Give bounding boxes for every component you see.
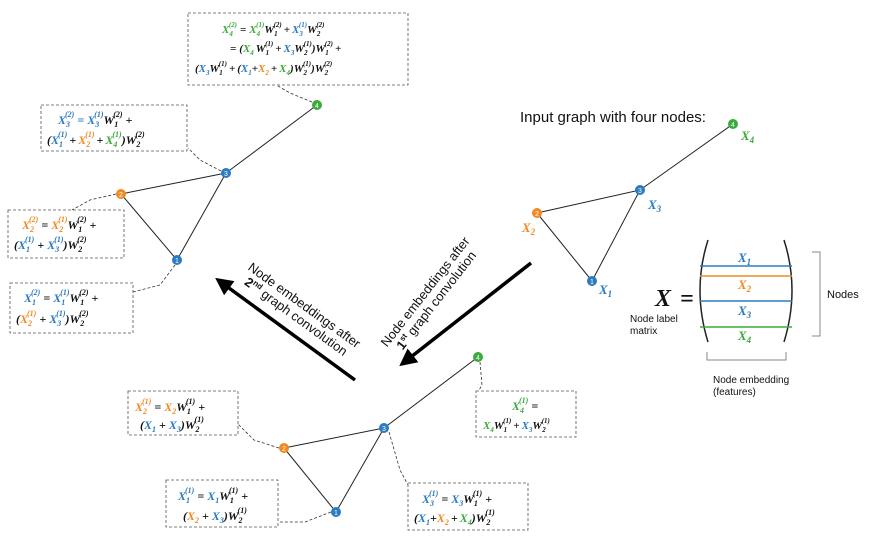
input-graph-title: Input graph with four nodes:	[520, 109, 706, 126]
matrix-caption-line2: matrix	[630, 326, 657, 337]
eq-l1-n1-line1: X1(1)=X1W1(1)+	[177, 486, 248, 505]
matrix-row-2: X2	[700, 275, 792, 294]
layer1-node-4: 4	[473, 352, 483, 362]
input-node-2: 2	[532, 208, 542, 218]
svg-text:2: 2	[282, 446, 286, 453]
svg-text:3: 3	[382, 426, 386, 433]
embedding-label-line2: (features)	[713, 387, 756, 398]
input-edge-3-1	[591, 189, 641, 282]
layer1-node-1: 1	[331, 507, 341, 517]
eq-l2-n2-line1: X2(2)=X2(1)W1(2)+	[21, 215, 97, 234]
input-edge-2-3	[536, 189, 641, 214]
input-label-x4: X4	[740, 128, 755, 145]
input-node-1-id: 1	[590, 279, 594, 286]
svg-text:Node embeddings after: Node embeddings after	[378, 233, 473, 349]
matrix-right-bracket	[783, 239, 793, 343]
arrow-second-convolution	[215, 277, 357, 382]
svg-text:1: 1	[175, 258, 179, 265]
nodes-label: Nodes	[827, 289, 859, 301]
svg-text:3: 3	[224, 171, 228, 178]
layer1-node-2: 2	[279, 443, 289, 453]
matrix-caption-line1: Node label	[630, 314, 678, 325]
layer2-node-2: 2	[116, 189, 126, 199]
eq-l1-n1-line2: (X2+X3)W2(1)	[183, 506, 247, 525]
arrow-second-label: Node embeddings after 2nd graph convolut…	[242, 259, 364, 358]
matrix-left-bracket	[699, 239, 709, 343]
input-node-2-id: 2	[535, 211, 539, 218]
nodes-brace	[812, 251, 821, 337]
layer2-leaders	[71, 85, 313, 293]
eq-l1-n2-line2: (X1+X3)W2(1)	[140, 415, 204, 434]
eq-box-l1-n3	[407, 482, 529, 531]
eq-l2-n3-line1: X3(2)=X3(1)W1(2)+	[57, 110, 133, 129]
embedding-label-line1: Node embedding	[713, 375, 789, 386]
layer1-node-3: 3	[379, 423, 389, 433]
eq-l2-n2-line2: (X1(1)+X3(1))W2(2)	[14, 235, 87, 254]
layer2-node-3: 3	[221, 168, 231, 178]
svg-text:4: 4	[476, 355, 480, 362]
input-edge-3-4	[639, 123, 734, 191]
layer2-node-4: 4	[312, 100, 322, 110]
input-node-3: 3	[635, 185, 645, 195]
eq-box-l2-n3	[40, 104, 188, 152]
input-edge-2-1	[536, 212, 593, 282]
matrix-row-1: X1	[700, 250, 792, 267]
eq-l1-n3-line2: (X1+X2+X4)W2(1)	[414, 508, 495, 527]
svg-text:X3: X3	[737, 303, 752, 320]
eq-l1-n2-line1: X2(1)=X2W1(1)+	[134, 397, 205, 416]
input-node-1: 1	[587, 276, 597, 286]
arrow-first-convolution	[399, 261, 533, 367]
eq-l1-n3-line1: X3(1)=X3W1(1)+	[421, 489, 492, 508]
eq-box-l1-n2	[127, 390, 239, 436]
layer1-leaders	[237, 361, 483, 523]
layer2-graph	[120, 104, 318, 261]
eq-l2-n4-line3: (X3W1(1)+(X1+X2+X4)W2(1))W2(2)	[195, 60, 332, 77]
input-label-x2: X2	[521, 220, 536, 237]
input-node-3-id: 3	[638, 188, 642, 195]
svg-text:X1: X1	[737, 250, 751, 267]
eq-box-l2-n2	[7, 209, 125, 259]
matrix-equals: =	[680, 286, 694, 312]
eq-l2-n3-line2: (X1(1)+X2(1)+X4(1))W2(2)	[47, 130, 145, 149]
eq-l2-n4-line1: X4(2)=X4(1)W1(2)+X3(1)W2(2)	[221, 21, 325, 38]
input-node-4-id: 4	[731, 122, 735, 129]
eq-l1-n4-line1: X4(1)=	[511, 396, 538, 415]
eq-box-l1-n1	[165, 479, 279, 528]
eq-box-l2-n4	[187, 12, 409, 86]
embedding-brace	[706, 352, 787, 361]
svg-text:4: 4	[315, 103, 319, 110]
input-node-4: 4	[728, 119, 738, 129]
eq-l1-n4-line2: X4W1(1)+X3W2(1)	[482, 417, 550, 434]
svg-text:X2: X2	[737, 277, 752, 294]
svg-text:X4: X4	[737, 328, 752, 345]
matrix-symbol: X	[654, 286, 672, 312]
input-label-x3: X3	[647, 197, 662, 214]
eq-l2-n1-line1: X1(2)=X1(1)W1(2)+	[23, 288, 99, 307]
matrix-row-3: X3	[700, 300, 792, 320]
eq-l2-n1-line2: (X2(1)+X3(1))W2(2)	[16, 309, 89, 328]
input-graph	[536, 123, 734, 282]
svg-text:Node embeddings after: Node embeddings after	[245, 259, 364, 351]
eq-box-l2-n1	[9, 282, 134, 334]
svg-text:2: 2	[119, 192, 123, 199]
layer1-graph	[283, 356, 479, 513]
layer2-node-1: 1	[172, 255, 182, 265]
eq-box-l1-n4	[475, 390, 577, 438]
matrix-row-4: X4	[700, 326, 792, 345]
input-label-x1: X1	[598, 282, 612, 299]
svg-text:1: 1	[334, 510, 338, 517]
